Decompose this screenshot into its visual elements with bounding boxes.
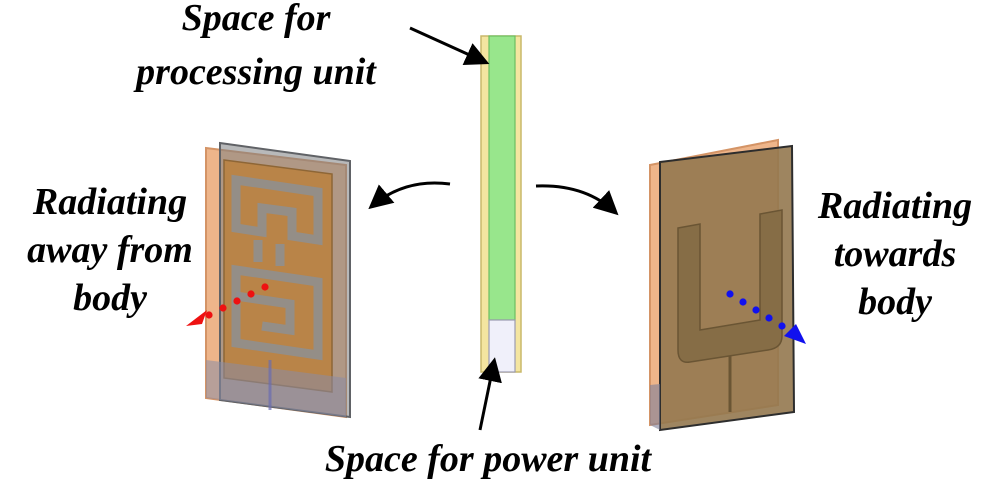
left-radiation-dots [205,283,269,319]
pointer-arrows [368,26,619,431]
label-towards-line3: body [858,281,932,323]
label-away-line3: body [73,277,147,319]
left-bottom-ground [206,360,346,417]
right-radiation-arrowhead [784,324,806,344]
label-power-unit: Space for power unit [325,438,653,480]
right-u-shaped-element [677,209,783,363]
processing-unit-space [488,35,516,321]
arrow-to-processing-unit [409,26,490,66]
label-towards-line2: towards [834,233,956,275]
center-module [480,35,522,373]
label-processing-line2: processing unit [133,51,377,93]
arrow-to-power-unit [478,357,502,431]
arrow-to-right-antenna [535,184,619,216]
arrow-to-left-antenna [368,181,451,210]
label-towards-line1: Radiating [817,185,972,227]
right-bottom-ground [650,384,660,430]
label-away-line2: away from [27,229,193,271]
right-antenna [649,138,806,432]
right-radiation-dots [726,290,786,330]
left-antenna [186,141,351,419]
label-away-line1: Radiating [32,181,187,223]
label-processing-line1: Space for [182,0,332,39]
left-slot-pattern [231,174,323,361]
left-radiation-arrowhead [186,310,207,326]
